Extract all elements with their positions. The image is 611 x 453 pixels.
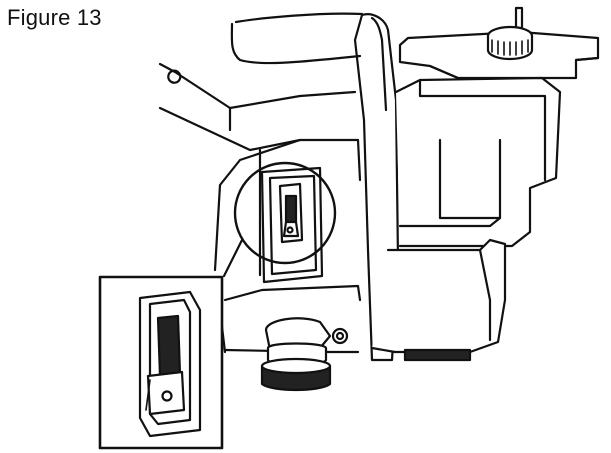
screw-hole: [331, 327, 349, 345]
zoom-circle: [233, 161, 337, 265]
base-foot-left: [260, 317, 332, 392]
figure-caption: Figure 13: [7, 5, 102, 30]
frame-upper-arms: [158, 12, 364, 152]
enlarged-rocker-switch-icon: [138, 290, 202, 438]
adjustment-knob-icon: [486, 6, 534, 61]
rocker-switch-icon: [278, 182, 304, 244]
lower-housing: [370, 238, 507, 354]
zoom-connector: [222, 238, 244, 278]
motor-housing: [394, 76, 562, 248]
base-foot-right: [403, 348, 472, 362]
